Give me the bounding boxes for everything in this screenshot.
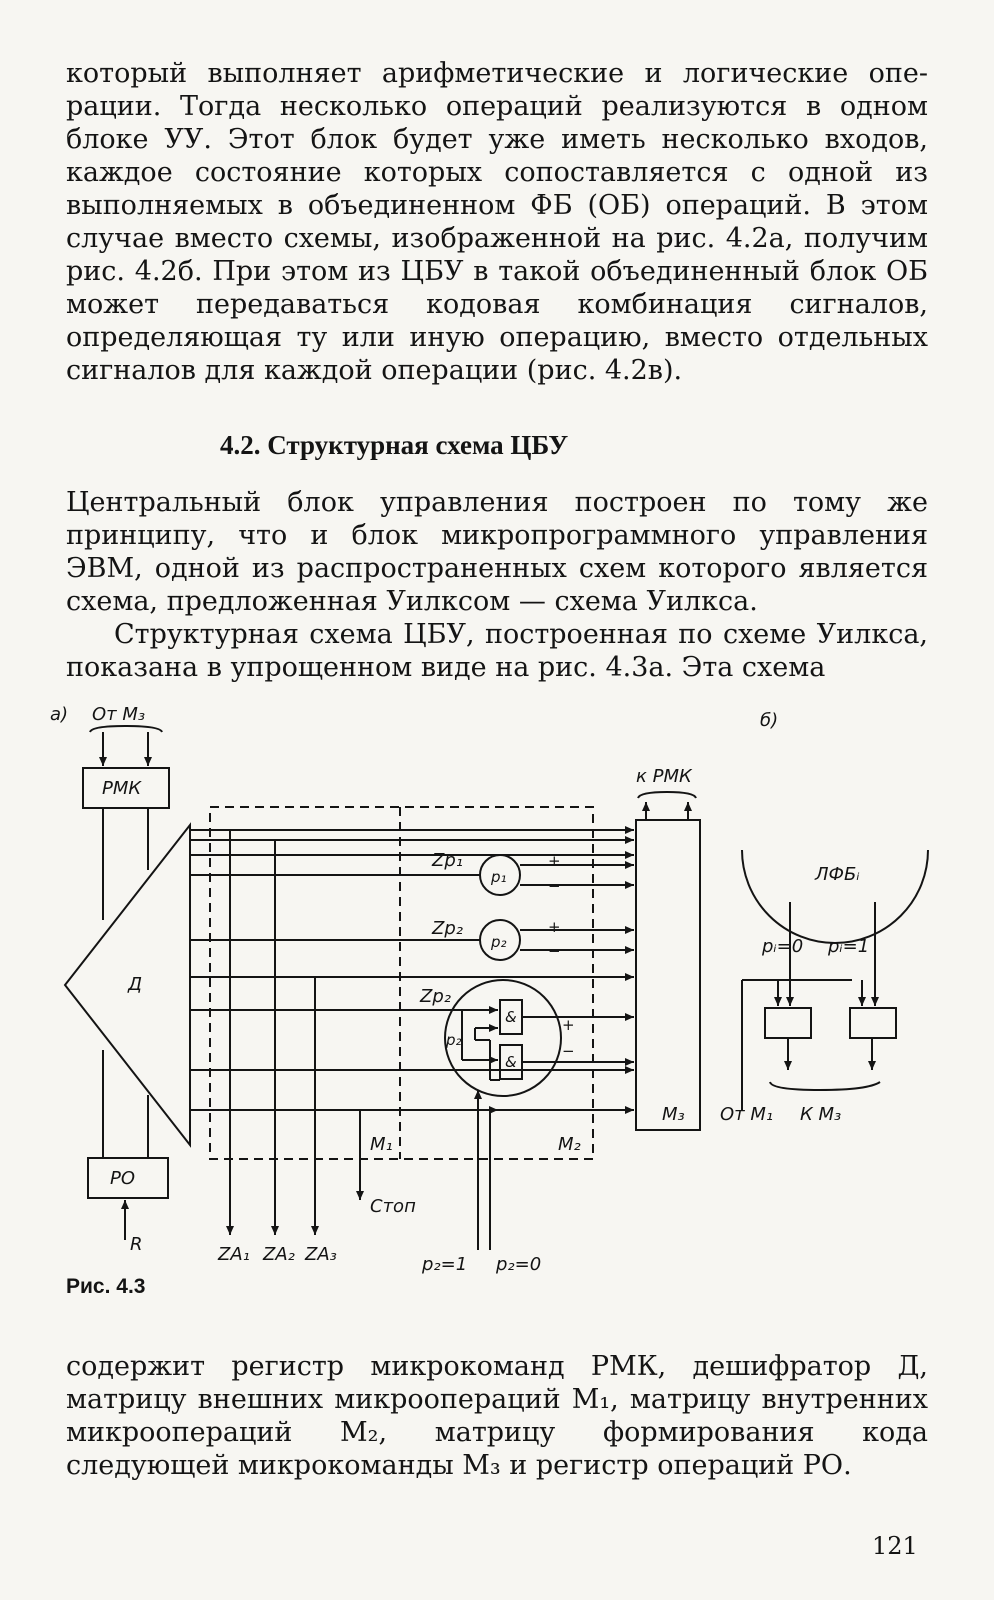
matrix-m3 <box>635 819 701 1131</box>
za3-label: ZA₃ <box>304 1244 337 1265</box>
to-rmk-label: к РМК <box>636 766 693 787</box>
and-lower-symbol: & <box>505 1053 517 1071</box>
k-m3-label: К M₃ <box>800 1104 841 1125</box>
paragraph-wilkes-scheme: Структурная схема ЦБУ, построенная по сх… <box>66 619 928 683</box>
figure-caption: Рис. 4.3 <box>66 1275 146 1298</box>
zp2-low-label: Zp₂ <box>419 986 451 1007</box>
section-heading: 4.2. Структурная схема ЦБУ <box>220 430 569 460</box>
p2-label: p₂ <box>490 933 507 951</box>
pi-eq-0-label: pᵢ=0 <box>761 936 803 957</box>
p2-eq-1-label: p₂=1 <box>421 1254 467 1275</box>
key-block-right <box>849 1007 897 1039</box>
p1-label: p₁ <box>490 868 507 886</box>
to-rmk-brace <box>637 790 697 799</box>
from-m3-brace <box>89 724 163 733</box>
minus-3: − <box>562 1042 575 1060</box>
label-b: б) <box>760 710 778 731</box>
minus-1: − <box>548 877 561 895</box>
figure-4-3: а) От M₃ РМК Д РО R Zp₁ Zp₂ Zp₂ p₁ p₂ p₂… <box>50 704 929 1275</box>
and-upper-symbol: & <box>505 1008 517 1026</box>
label-a: а) <box>50 704 68 725</box>
paragraph-components: содержит регистр микрокоманд РМК, дешифр… <box>66 1351 928 1481</box>
decoder-triangle <box>63 822 191 1148</box>
p2-eq-0-label: p₂=0 <box>495 1254 541 1275</box>
ro-register <box>87 1157 169 1199</box>
za1-label: ZA₁ <box>217 1244 250 1265</box>
r-input-label: R <box>130 1234 143 1255</box>
and-gates-circle <box>444 979 562 1097</box>
paragraph-intro: который выполняет арифметические и логич… <box>66 58 928 386</box>
plus-1: + <box>548 852 561 870</box>
plus-2: + <box>548 918 561 936</box>
page-number: 121 <box>872 1532 918 1560</box>
minus-2: − <box>548 942 561 960</box>
stop-label: Стоп <box>370 1196 416 1217</box>
m1-label: M₁ <box>370 1134 393 1155</box>
rmk-register <box>82 767 170 809</box>
m3-label: M₃ <box>662 1104 685 1125</box>
rmk-label: РМК <box>102 778 142 799</box>
zp2-top-label: Zp₂ <box>431 918 463 939</box>
lfb-label: ЛФБᵢ <box>814 864 860 885</box>
ro-label: РО <box>110 1168 135 1189</box>
za2-label: ZA₂ <box>262 1244 295 1265</box>
from-m1-label: От M₁ <box>720 1104 773 1125</box>
paragraph-cbu-principle: Центральный блок управления построен по … <box>66 487 928 617</box>
decoder-label: Д <box>127 974 142 995</box>
matrix-m1-m2-frame <box>209 806 594 1160</box>
p2-side-label: p₂ <box>445 1031 462 1049</box>
key-block-left <box>764 1007 812 1039</box>
pi-eq-1-label: pᵢ=1 <box>827 936 869 957</box>
from-m3-label: От M₃ <box>92 704 145 725</box>
plus-3: + <box>562 1016 575 1034</box>
condition-p1-circle <box>479 854 521 896</box>
condition-p2-circle <box>479 919 521 961</box>
lfb-arc <box>741 849 929 944</box>
km3-brace <box>769 1081 881 1092</box>
zp1-label: Zp₁ <box>431 850 463 871</box>
m2-label: M₂ <box>558 1134 581 1155</box>
